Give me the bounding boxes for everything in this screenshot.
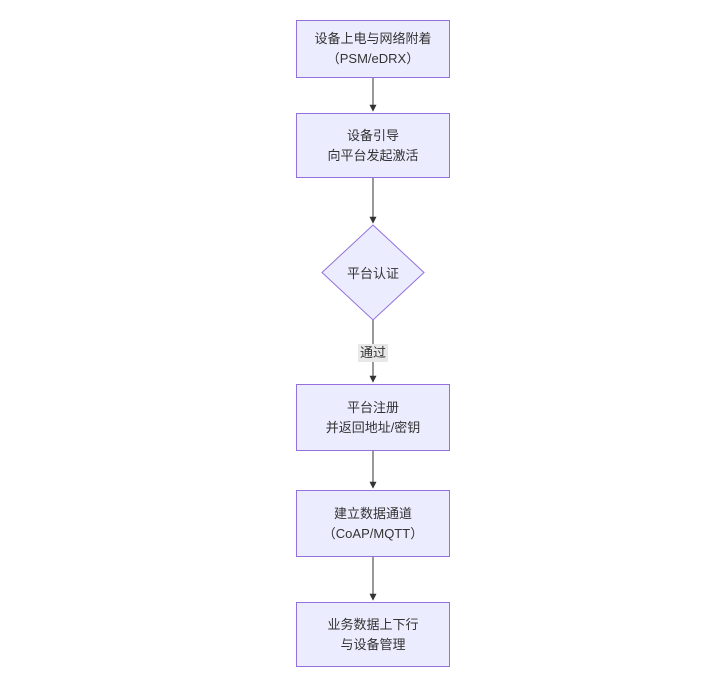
node-data-channel: 建立数据通道 （CoAP/MQTT） — [296, 490, 450, 557]
node-text-line: 建立数据通道 — [333, 505, 412, 521]
node-text-line: （PSM/eDRX） — [326, 51, 420, 66]
node-device-bootstrap: 设备引导 向平台发起激活 — [296, 113, 450, 178]
node-text-line: 业务数据上下行 — [327, 616, 419, 632]
node-text-line: 与设备管理 — [340, 636, 406, 652]
node-text-line: 向平台发起激活 — [327, 147, 419, 163]
node-text-line: （CoAP/MQTT） — [322, 525, 424, 541]
node-power-network-attach: 设备上电与网络附着 （PSM/eDRX） — [296, 20, 450, 78]
node-text-line: 平台注册 — [346, 399, 399, 415]
node-text-line: 设备引导 — [346, 127, 399, 143]
node-business-data: 业务数据上下行 与设备管理 — [296, 602, 450, 667]
node-platform-register: 平台注册 并返回地址/密钥 — [296, 384, 450, 451]
edge-label-pass: 通过 — [357, 344, 389, 362]
node-text-line: 设备上电与网络附着 — [314, 31, 432, 46]
node-text-line: 并返回地址/密钥 — [325, 419, 421, 435]
node-platform-auth: 平台认证 — [346, 266, 399, 281]
